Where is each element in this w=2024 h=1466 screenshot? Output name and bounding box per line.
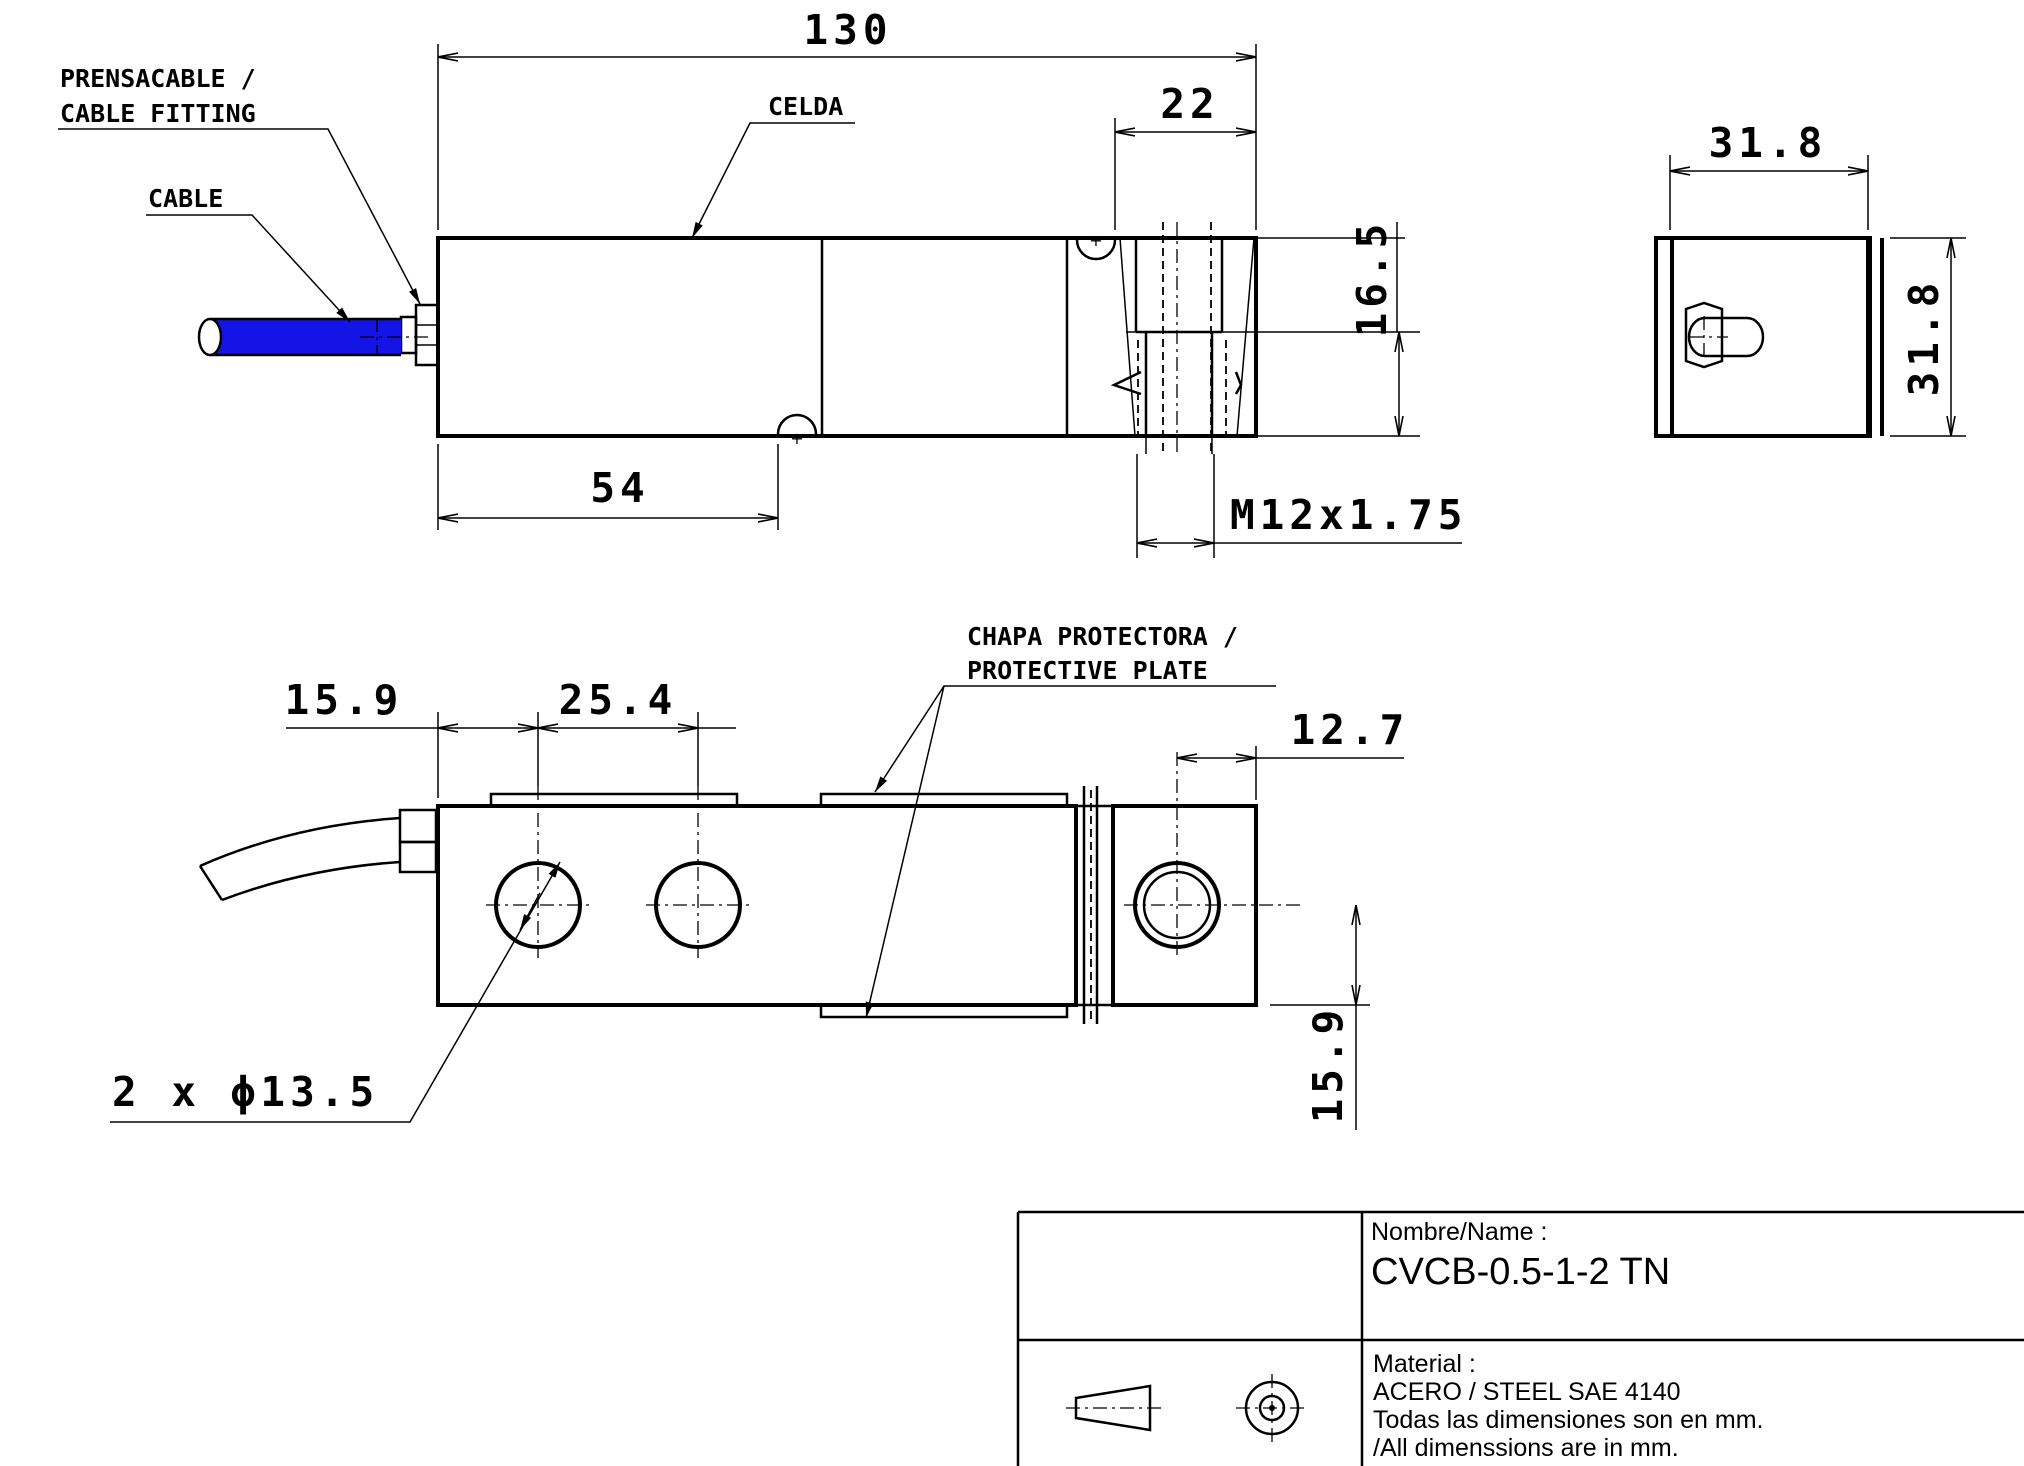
top-view-labels: PRENSACABLE / CABLE FITTING CABLE CELDA bbox=[58, 64, 855, 323]
dim-height-half: 16.5 bbox=[1348, 219, 1396, 338]
svg-text:+: + bbox=[1089, 231, 1102, 250]
front-end-block bbox=[1111, 804, 1258, 1007]
side-fitting-hex bbox=[1684, 301, 1724, 369]
front-fitting-upper bbox=[398, 808, 438, 844]
cable-fitting-nut bbox=[414, 303, 440, 367]
title-material-value: ACERO / STEEL SAE 4140 bbox=[1373, 1378, 1681, 1406]
dim-end-length: 22 bbox=[1160, 80, 1219, 128]
title-name-label: Nombre/Name : bbox=[1371, 1218, 1547, 1246]
dim-thread: M12x1.75 bbox=[1230, 491, 1467, 539]
front-cable-top-edge bbox=[199, 816, 401, 868]
side-view bbox=[1654, 236, 1884, 438]
label-cell: CELDA bbox=[768, 92, 843, 121]
gauge-notch-top bbox=[1075, 239, 1117, 261]
cable-top bbox=[197, 317, 430, 357]
front-body bbox=[436, 804, 1078, 1007]
label-cable: CABLE bbox=[148, 184, 223, 213]
dim-hole-first: 15.9 bbox=[285, 676, 404, 724]
dim-hole-pitch: 25.4 bbox=[559, 676, 678, 724]
side-view-dimensions: 31.8 31.8 bbox=[1669, 119, 1966, 437]
title-material-label: Material : bbox=[1373, 1350, 1476, 1378]
front-view-dimensions: 15.9 25.4 12.7 15.9 2 x ϕ13.5 bbox=[110, 676, 1410, 1130]
svg-text:+: + bbox=[790, 429, 803, 448]
threaded-hole-section bbox=[1110, 222, 1255, 454]
label-cable-fitting-1: PRENSACABLE / bbox=[60, 64, 256, 93]
gauge-notch-bottom bbox=[776, 413, 818, 435]
title-note-2: /All dimenssions are in mm. bbox=[1373, 1434, 1679, 1462]
dim-hole-spec: 2 x ϕ13.5 bbox=[112, 1068, 379, 1116]
title-name-value: CVCB-0.5-1-2 TN bbox=[1371, 1251, 1670, 1293]
dim-hole-height: 15.9 bbox=[1304, 1005, 1352, 1124]
top-view-dimensions: 130 22 16.5 54 M12x1.75 bbox=[437, 6, 1467, 558]
side-cable-end bbox=[1687, 316, 1765, 358]
projection-symbol-icon bbox=[1066, 1374, 1308, 1442]
dim-hole-end: 12.7 bbox=[1291, 706, 1410, 754]
cable-fitting-body bbox=[399, 315, 418, 355]
front-fitting-lower bbox=[398, 840, 438, 874]
label-cable-fitting-2: CABLE FITTING bbox=[60, 99, 256, 128]
dim-gauge-pos: 54 bbox=[590, 464, 649, 512]
front-view bbox=[198, 752, 1300, 1024]
label-plate-2: PROTECTIVE PLATE bbox=[967, 656, 1208, 685]
dim-length-total: 130 bbox=[803, 6, 892, 54]
title-note-1: Todas las dimensiones son en mm. bbox=[1373, 1406, 1763, 1434]
top-view: + + bbox=[197, 222, 1258, 454]
front-cable-bottom-edge bbox=[221, 860, 401, 902]
label-plate-1: CHAPA PROTECTORA / bbox=[967, 622, 1238, 651]
title-block: Nombre/Name : CVCB-0.5-1-2 TN Material :… bbox=[1016, 1210, 2024, 1466]
dim-side-width: 31.8 bbox=[1709, 119, 1828, 167]
front-view-labels: CHAPA PROTECTORA / PROTECTIVE PLATE bbox=[865, 622, 1276, 1019]
dim-side-height: 31.8 bbox=[1900, 278, 1948, 397]
